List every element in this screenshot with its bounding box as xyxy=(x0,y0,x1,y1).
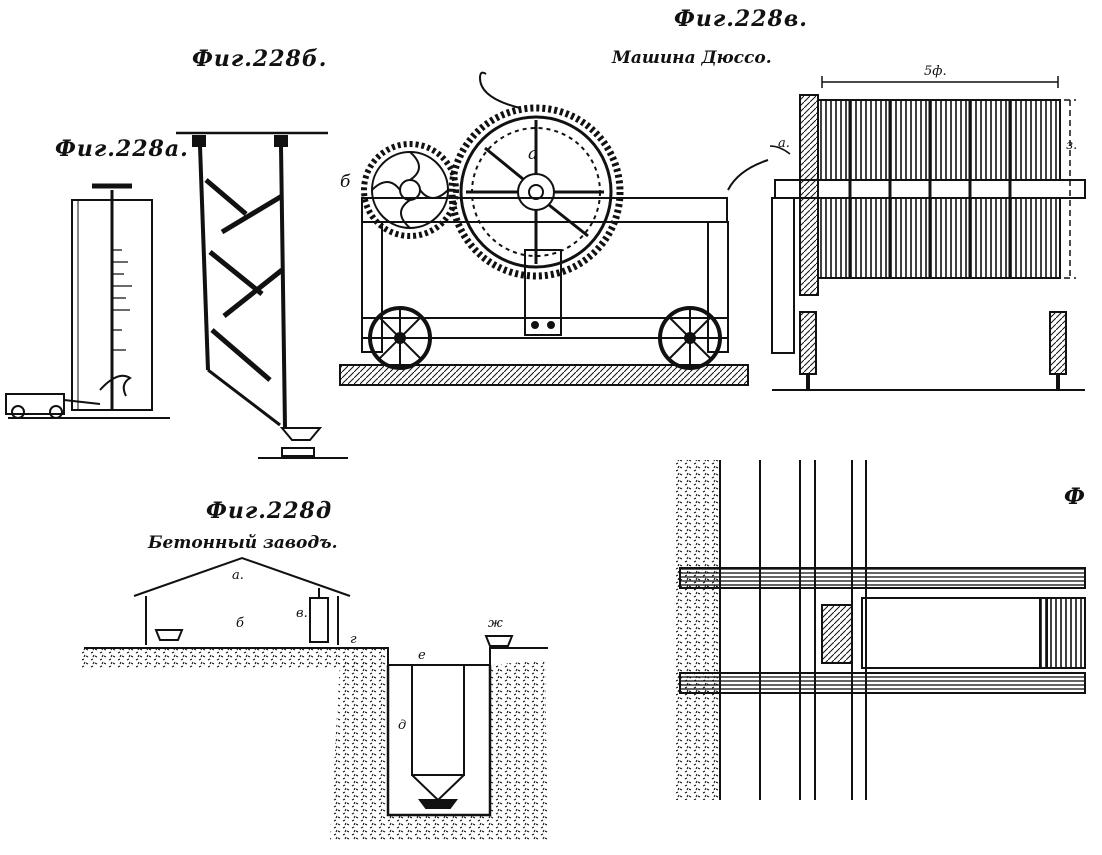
figure-228d-caption: Фиг.228д xyxy=(206,498,333,524)
figure-228a-drawing xyxy=(5,183,170,419)
label-plant-v: в. xyxy=(296,606,308,621)
label-gear-a: а xyxy=(528,144,539,164)
label-plant-d: д xyxy=(398,718,407,733)
figure-228b-caption: Фиг.228б. xyxy=(192,46,328,72)
figure-228a-caption: Фиг.228а. xyxy=(55,136,189,162)
label-plant-zh: ж xyxy=(488,616,503,631)
label-plant-b: б xyxy=(236,616,244,631)
figure-228d-subtitle: Бетонный заводъ. xyxy=(148,533,338,553)
figure-partial-drawing xyxy=(676,460,1086,800)
label-plant-e: е xyxy=(418,648,426,663)
label-plant-g: г xyxy=(350,632,357,647)
figure-228v-drum-view xyxy=(769,76,1086,391)
figure-228d-drawing xyxy=(82,556,548,840)
figure-partial-caption: Ф xyxy=(1064,484,1086,510)
figure-228v-caption: Фиг.228в. xyxy=(674,6,808,32)
label-drum-dimension: 5ф. xyxy=(924,64,947,79)
figure-228b-drawing xyxy=(176,131,348,459)
label-plant-a: а. xyxy=(232,568,244,583)
label-gear-b: б xyxy=(340,172,351,192)
label-drum-a: а. xyxy=(778,136,790,151)
figure-228v-side-view xyxy=(339,71,769,386)
figure-228v-subtitle: Машина Дюссо. xyxy=(612,48,772,68)
label-drum-z: з. xyxy=(1066,138,1078,153)
